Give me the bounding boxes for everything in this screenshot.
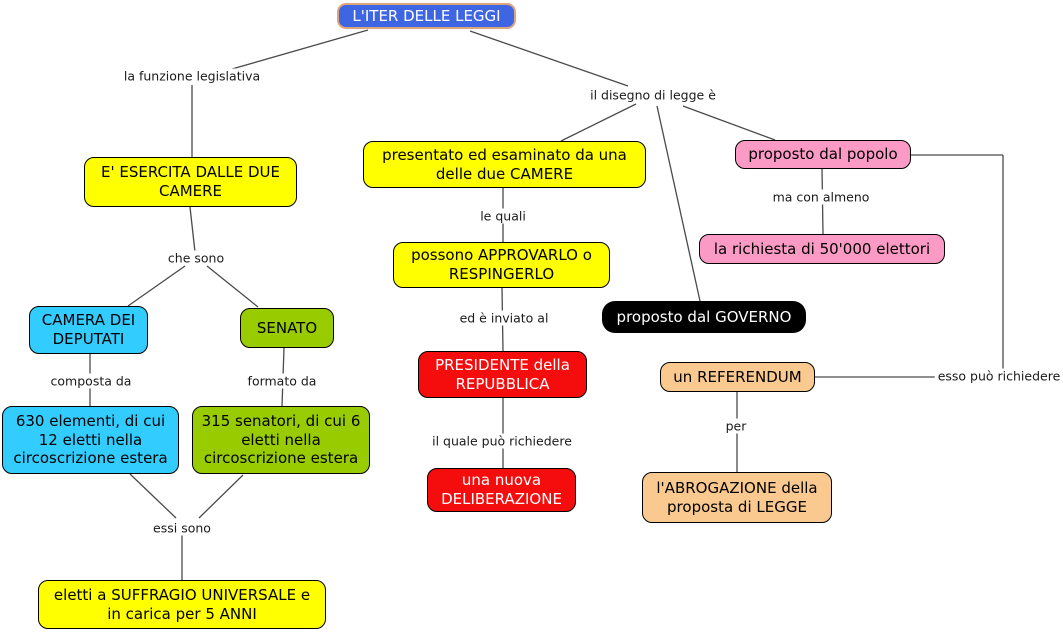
connector-line — [560, 103, 637, 142]
connector-line — [127, 265, 186, 307]
node-suffragio-label: eletti a SUFFRAGIO UNIVERSALE e in caric… — [53, 585, 311, 623]
connector-line — [206, 265, 259, 308]
node-nuova-deliberazione[interactable]: una nuova DELIBERAZIONE — [427, 468, 576, 512]
node-proposto-dal-governo[interactable]: proposto dal GOVERNO — [602, 301, 806, 333]
node-richiesta-label: la richiesta di 50'000 elettori — [713, 239, 931, 258]
node-315-senatori[interactable]: 315 senatori, di cui 6 eletti nella circ… — [192, 406, 370, 474]
edge-label-funzione-legislativa: la funzione legislativa — [120, 68, 264, 84]
node-approvarlo-label: possono APPROVARLO o RESPINGERLO — [411, 246, 592, 283]
connector-line — [682, 105, 776, 141]
edge-label-formato-da: formato da — [244, 373, 320, 389]
edge-label-il-quale-puo-richiedere: il quale può richiedere — [429, 433, 575, 449]
node-suffragio-universale[interactable]: eletti a SUFFRAGIO UNIVERSALE e in caric… — [38, 580, 326, 629]
node-referendum-label: un REFERENDUM — [673, 367, 802, 386]
node-esercita-label: E' ESERCITA DALLE DUE CAMERE — [101, 163, 280, 200]
node-title-label: L'ITER DELLE LEGGI — [352, 6, 501, 25]
node-315-label: 315 senatori, di cui 6 eletti nella circ… — [201, 411, 361, 468]
connector-line — [231, 29, 369, 70]
edge-label-esso-puo-richiedere: esso può richiedere — [934, 368, 1063, 384]
connector-line — [656, 105, 701, 302]
connector-line — [189, 206, 196, 253]
node-presidente-repubblica[interactable]: PRESIDENTE della REPUBBLICA — [418, 351, 587, 398]
node-camera-label: CAMERA DEI DEPUTATI — [41, 311, 136, 348]
node-630-elementi[interactable]: 630 elementi, di cui 12 eletti nella cir… — [2, 406, 179, 474]
node-presidente-label: PRESIDENTE della REPUBBLICA — [435, 355, 570, 393]
node-popolo-label: proposto dal popolo — [748, 145, 898, 164]
connector-line — [129, 473, 177, 519]
edge-label-disegno-di-legge: il disegno di legge è — [587, 87, 719, 103]
node-un-referendum[interactable]: un REFERENDUM — [660, 362, 815, 392]
edge-label-che-sono: che sono — [164, 250, 228, 266]
node-governo-label: proposto dal GOVERNO — [616, 307, 792, 326]
node-630-label: 630 elementi, di cui 12 eletti nella cir… — [13, 411, 168, 468]
node-deliberazione-label: una nuova DELIBERAZIONE — [441, 471, 562, 508]
node-esercita-due-camere[interactable]: E' ESERCITA DALLE DUE CAMERE — [84, 157, 297, 207]
node-presentato-label: presentato ed esaminato da una delle due… — [382, 145, 627, 183]
node-title-iter-delle-leggi[interactable]: L'ITER DELLE LEGGI — [337, 3, 516, 29]
edge-label-per: per — [722, 418, 750, 434]
edge-label-essi-sono: essi sono — [150, 520, 214, 536]
node-approvarlo-respingerlo[interactable]: possono APPROVARLO o RESPINGERLO — [393, 242, 610, 288]
node-presentato-esaminato[interactable]: presentato ed esaminato da una delle due… — [363, 141, 646, 188]
edge-label-ma-con-almeno: ma con almeno — [769, 189, 873, 205]
node-senato[interactable]: SENATO — [240, 308, 334, 348]
node-proposto-dal-popolo[interactable]: proposto dal popolo — [735, 140, 911, 169]
connector-line — [469, 30, 629, 87]
node-abrogazione-label: l'ABROGAZIONE della proposta di LEGGE — [656, 478, 818, 516]
node-richiesta-50000-elettori[interactable]: la richiesta di 50'000 elettori — [699, 234, 945, 264]
edge-label-composta-da: composta da — [47, 373, 135, 389]
connector-line — [198, 474, 244, 519]
node-senato-label: SENATO — [256, 318, 318, 337]
edge-label-le-quali: le quali — [477, 208, 529, 224]
node-abrogazione-legge[interactable]: l'ABROGAZIONE della proposta di LEGGE — [642, 472, 832, 523]
edge-label-ed-e-inviato-al: ed è inviato al — [456, 310, 552, 326]
node-camera-deputati[interactable]: CAMERA DEI DEPUTATI — [29, 306, 148, 354]
